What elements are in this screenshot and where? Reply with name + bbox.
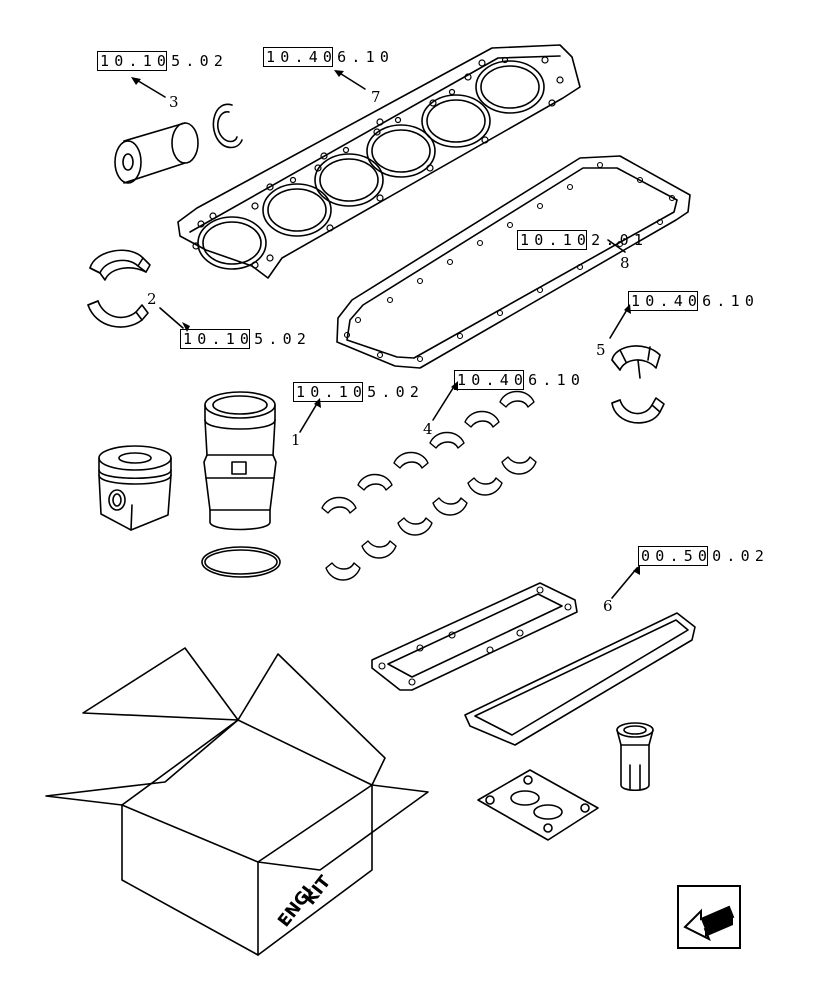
ref-code-7[interactable]: 10.406.10 <box>263 47 394 67</box>
thrust-bearing-lower <box>611 397 665 424</box>
callout-1: 1 <box>291 431 301 449</box>
callout-4: 4 <box>423 420 433 438</box>
flange-gasket <box>477 769 599 841</box>
snap-ring <box>212 103 243 149</box>
arrowheads <box>131 70 640 575</box>
thrust-bearing-upper <box>611 345 661 379</box>
conrod-bearing-upper <box>89 249 151 281</box>
cylinder-liner <box>203 391 277 531</box>
main-bearings-lower <box>325 456 537 581</box>
callout-6: 6 <box>603 597 613 615</box>
callout-2: 2 <box>147 290 157 308</box>
callout-7: 7 <box>371 88 381 106</box>
main-bearings-upper <box>321 390 535 514</box>
ref-code-2[interactable]: 10.105.02 <box>180 329 311 349</box>
engine-kit-box <box>45 647 429 956</box>
conrod-bearing-lower <box>87 300 149 328</box>
callout-3: 3 <box>169 93 179 111</box>
callout-8: 8 <box>620 254 630 272</box>
ref-code-1[interactable]: 10.105.02 <box>293 382 424 402</box>
piston-pin <box>114 122 199 184</box>
return-arrow-icon <box>683 905 735 942</box>
oil-pan-gasket <box>336 155 691 369</box>
ref-code-4[interactable]: 10.406.10 <box>454 370 585 390</box>
callout-5: 5 <box>596 341 606 359</box>
ref-code-5[interactable]: 10.406.10 <box>628 291 759 311</box>
cover-gasket <box>371 582 578 691</box>
ref-code-3[interactable]: 10.105.02 <box>97 51 228 71</box>
piston <box>98 445 172 531</box>
head-gasket <box>177 44 581 279</box>
ref-code-6[interactable]: 00.500.02 <box>638 546 769 566</box>
sleeve-insert <box>616 722 654 792</box>
liner-o-ring <box>201 546 281 578</box>
leader-lines <box>134 71 638 599</box>
ref-code-8[interactable]: 10.102.01 <box>517 230 648 250</box>
return-button[interactable] <box>677 885 741 949</box>
rocker-cover-seal <box>464 612 696 746</box>
